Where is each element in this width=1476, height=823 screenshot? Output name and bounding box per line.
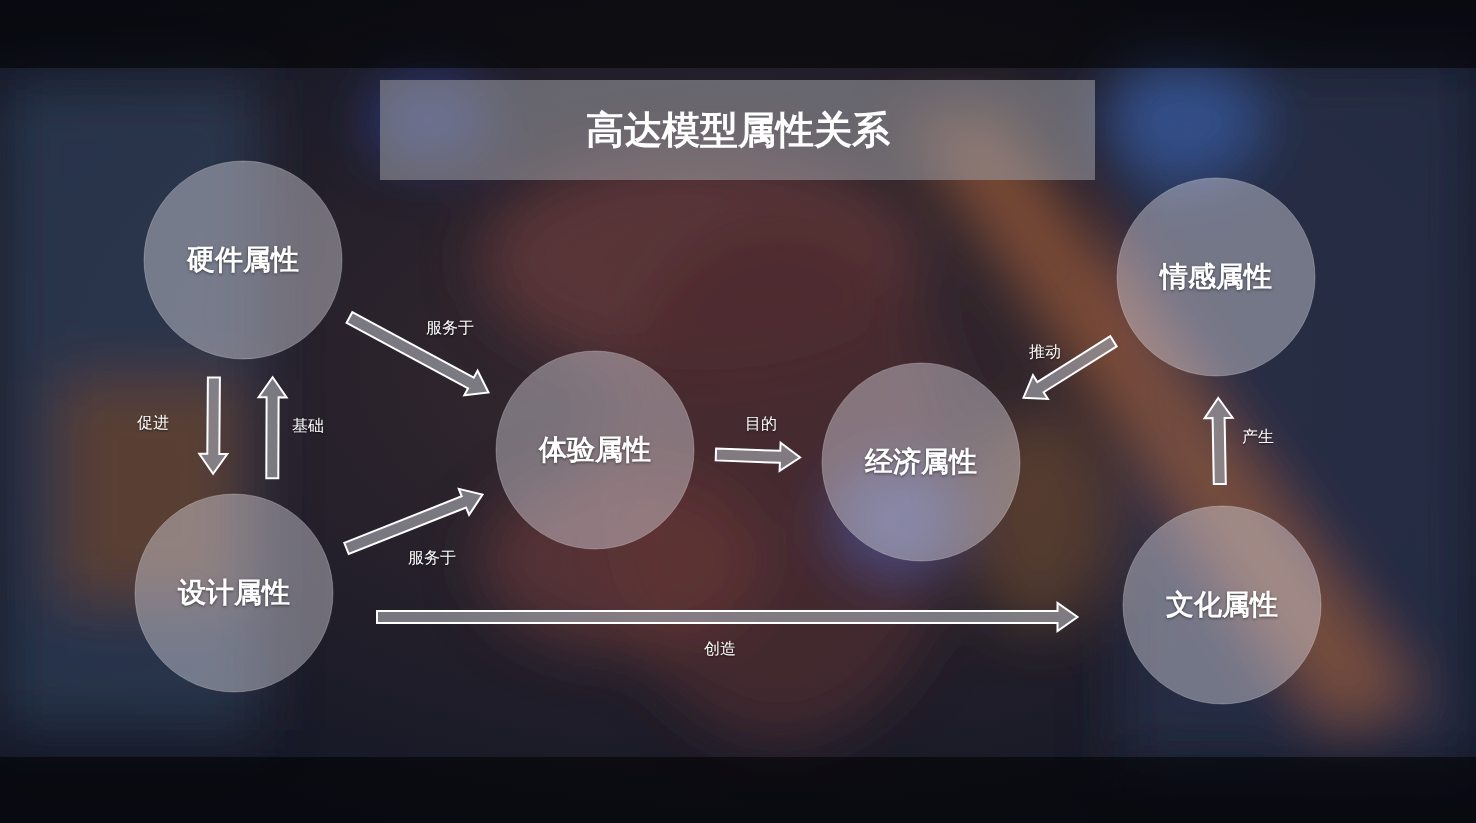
node-label: 硬件属性 (187, 241, 299, 279)
title-banner: 高达模型属性关系 (380, 80, 1095, 180)
block-arrow (1205, 398, 1233, 484)
attribute-circle: 文化属性 (1123, 506, 1321, 704)
circle-shape (1117, 178, 1315, 376)
block-arrow (344, 489, 482, 554)
title-text: 高达模型属性关系 (586, 105, 890, 156)
attribute-circle: 情感属性 (1117, 178, 1315, 376)
top-band (0, 0, 1476, 68)
node-label: 情感属性 (1160, 258, 1272, 296)
blurred-figure (0, 60, 1476, 760)
circle-shape (496, 351, 694, 549)
block-arrow (1024, 336, 1117, 399)
block-arrow (377, 603, 1078, 631)
circle-shape (135, 494, 333, 692)
block-arrow (259, 377, 287, 478)
edge-label: 目的 (745, 414, 777, 435)
node-label: 文化属性 (1166, 586, 1278, 624)
circle-shape (1123, 506, 1321, 704)
attribute-circle: 经济属性 (822, 363, 1020, 561)
node-label: 体验属性 (539, 431, 651, 469)
circle-shape (144, 161, 342, 359)
bottom-band (0, 757, 1476, 823)
circle-shape (822, 363, 1020, 561)
edge-label: 服务于 (426, 318, 474, 339)
edge-label: 产生 (1242, 427, 1274, 448)
edge-label: 促进 (137, 413, 169, 434)
edge-label: 创造 (704, 639, 736, 660)
node-label: 设计属性 (178, 574, 290, 612)
edge-label: 基础 (292, 416, 324, 437)
block-arrow (716, 443, 800, 471)
block-arrow (199, 377, 227, 473)
attribute-circle: 硬件属性 (144, 161, 342, 359)
block-arrow (347, 312, 489, 395)
attribute-circle: 体验属性 (496, 351, 694, 549)
edge-label: 服务于 (408, 548, 456, 569)
node-label: 经济属性 (865, 443, 977, 481)
attribute-circle: 设计属性 (135, 494, 333, 692)
edge-label: 推动 (1029, 342, 1061, 363)
